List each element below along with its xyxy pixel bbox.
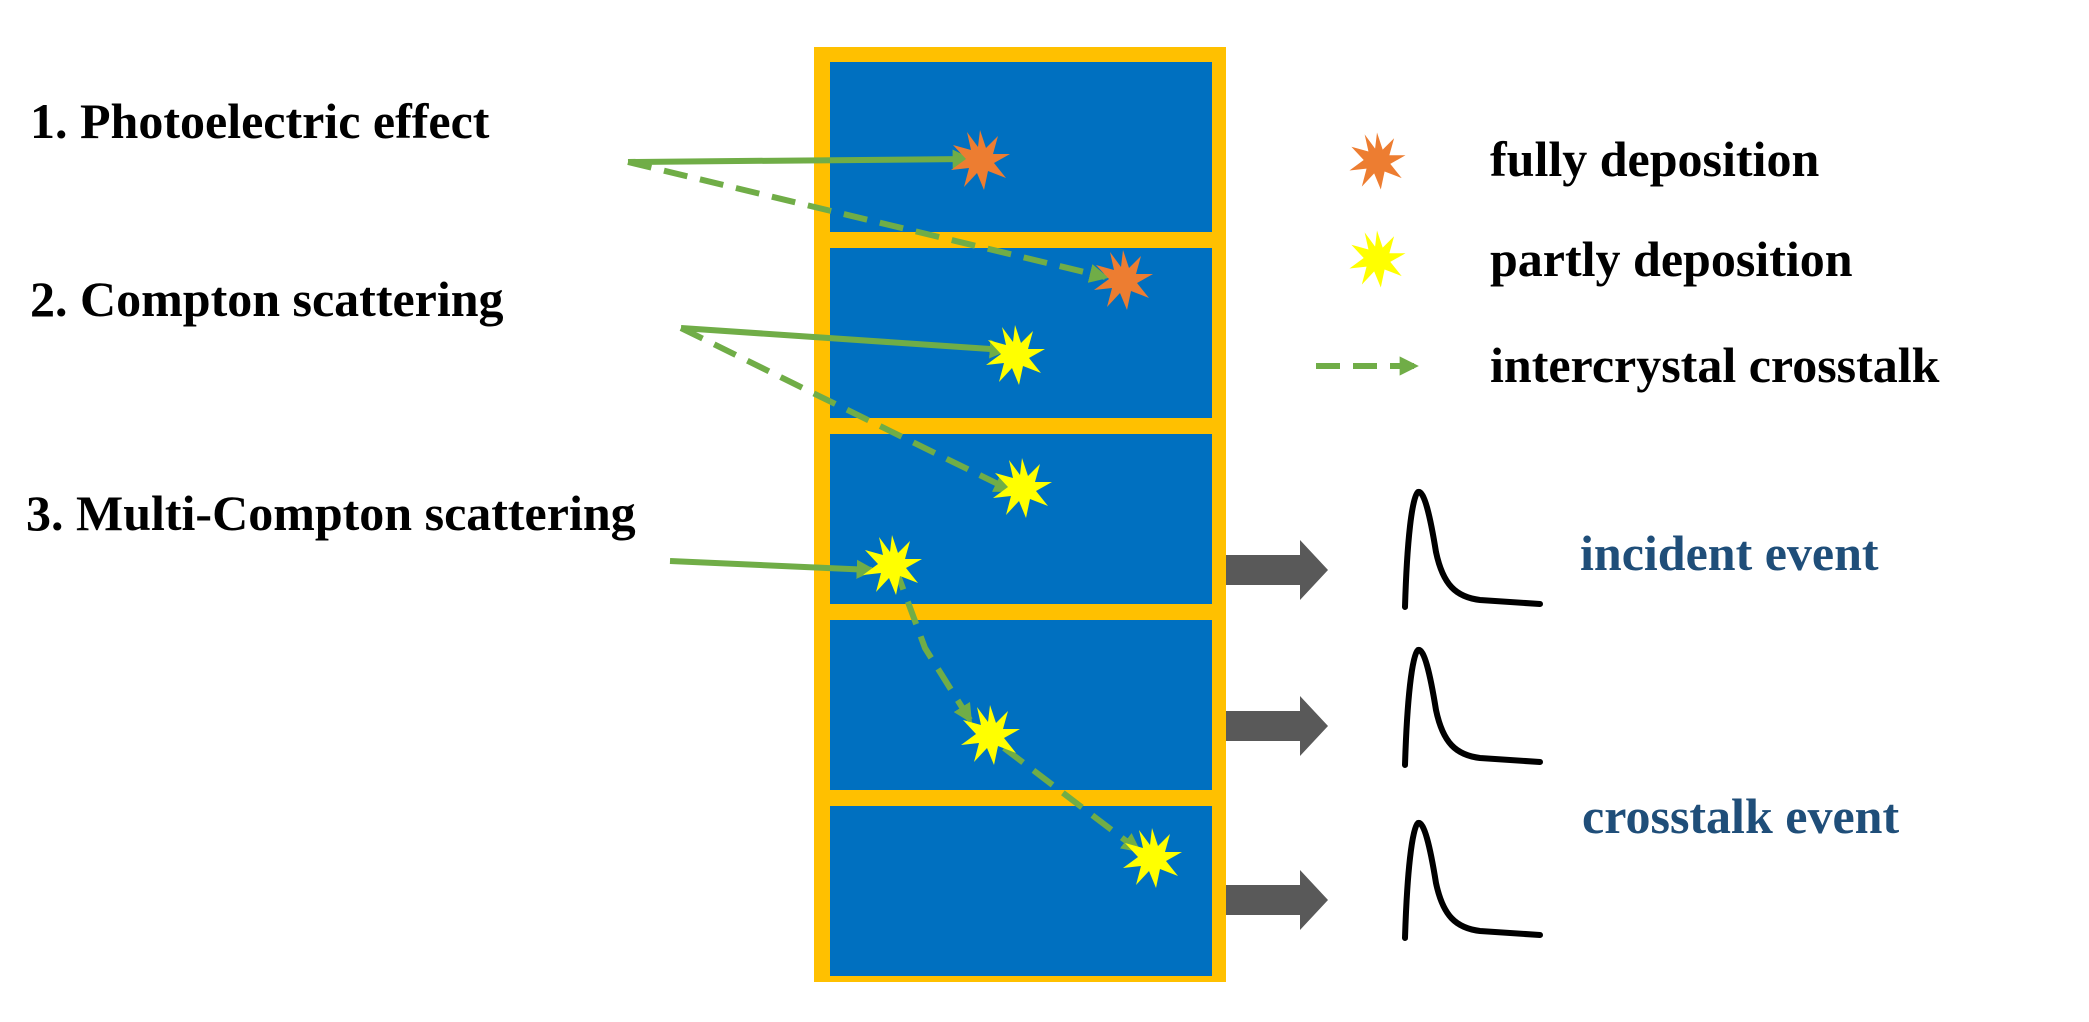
orange-burst-icon (1349, 132, 1406, 190)
crystal-2 (830, 248, 1212, 418)
multi-compton-scatter-arrow-1 (892, 565, 973, 724)
multi-compton-incoming-arrow (669, 558, 876, 579)
legend-partly-label: partly deposition (1490, 231, 1853, 287)
photoelectric-direct-arrow (627, 149, 972, 169)
compton-label: 2. Compton scattering (30, 271, 504, 327)
pulse-waveform-icon (1402, 647, 1543, 768)
crosstalk-event-label: crosstalk event (1582, 788, 1899, 844)
pulses (1402, 489, 1543, 941)
compton-direct-arrow (680, 325, 1009, 359)
crystal-1 (830, 62, 1212, 232)
legend-fully-label: fully deposition (1490, 131, 1819, 187)
pulse-waveform-icon (1402, 489, 1543, 610)
incident-event-label: incident event (1580, 525, 1879, 581)
gray-arrow-icon (1226, 540, 1328, 600)
readout-arrows (1226, 540, 1328, 930)
yellow-burst-icon (1349, 230, 1406, 288)
crystal-5 (830, 806, 1212, 976)
photoelectric-crosstalk-arrow (627, 159, 1109, 283)
compton-crosstalk-arrow (679, 325, 1014, 493)
photoelectric-label: 1. Photoelectric effect (30, 93, 490, 149)
interaction-paths (627, 149, 1142, 853)
legend: fully deposition partly deposition inter… (1316, 131, 1940, 393)
multi-compton-label: 3. Multi-Compton scattering (26, 485, 636, 541)
multi-compton-scatter-arrow-2 (1002, 745, 1142, 853)
gray-arrow-icon (1226, 870, 1328, 930)
legend-crosstalk-label: intercrystal crosstalk (1490, 337, 1940, 393)
gray-arrow-icon (1226, 696, 1328, 756)
pulse-waveform-icon (1402, 820, 1543, 941)
